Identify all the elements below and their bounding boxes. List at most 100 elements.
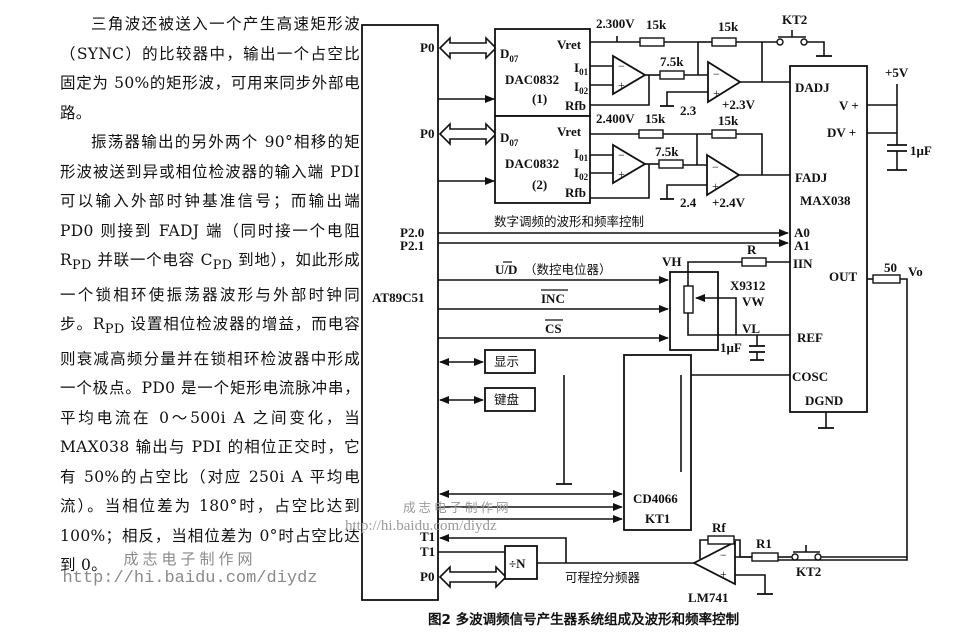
max038-block xyxy=(789,65,868,413)
pin-dgnd: DGND xyxy=(805,393,843,408)
paragraph-text: 并联一个电容 C xyxy=(91,251,213,269)
paragraph-text: 到地），如此形成一个锁相环使振荡器波形与外部时钟同步。R xyxy=(60,251,360,334)
resistor-r xyxy=(741,257,767,267)
pin-p21: P2.1 xyxy=(400,238,424,253)
watermark: 成志电子制作网 http://hi.baidu.com/diydz xyxy=(40,548,340,588)
resistor-7.5k xyxy=(658,159,684,169)
pot-cap: 1μF xyxy=(720,340,742,355)
pin-a1: A1 xyxy=(794,238,810,253)
opamp-plus: + xyxy=(720,567,727,581)
t1-feedback-line xyxy=(439,534,567,563)
output-r-label: 50 xyxy=(884,260,897,275)
divider-symbol: ÷N xyxy=(509,556,526,571)
pin-p0-mid: P0 xyxy=(420,126,434,141)
output-vo-label: Vo xyxy=(908,264,923,279)
pin-vplus: V + xyxy=(839,98,859,113)
dac1-name: DAC0832 xyxy=(505,72,559,87)
dac2-bias-label: 2.4 xyxy=(680,195,697,210)
dac1-vret: Vret xyxy=(557,37,582,52)
dac2-io2: I02 xyxy=(574,165,589,182)
output-resistor xyxy=(872,274,901,284)
keyboard-block[interactable] xyxy=(484,387,536,412)
dac2-rfb: Rfb xyxy=(565,185,586,200)
ud-label: U/D xyxy=(495,262,517,277)
x9312-block xyxy=(669,271,719,351)
ud-note: （数控电位器） xyxy=(524,262,612,277)
dac1-rin-label: 15k xyxy=(646,17,667,32)
keyboard-label: 键盘 xyxy=(494,392,519,407)
resistor-r1 xyxy=(751,552,779,562)
opamp-plus: + xyxy=(712,179,719,193)
dac1-io1: I01 xyxy=(574,60,589,77)
dac1-analog-stage: − + − + xyxy=(590,30,832,107)
pin-dadj: DADJ xyxy=(795,80,830,95)
display-label: 显示 xyxy=(494,354,519,369)
supply-cap-label: 1μF xyxy=(910,143,932,158)
dac2-block xyxy=(494,115,591,204)
dac1-d-bus: D07 xyxy=(500,46,519,64)
cd4066-name: CD4066 xyxy=(633,491,678,506)
opamp-1 xyxy=(612,54,647,96)
cs-label: CS xyxy=(545,321,562,336)
subscript-pd: PD xyxy=(71,258,92,274)
pin-p20: P2.0 xyxy=(400,225,424,240)
dac2-index: (2) xyxy=(532,177,547,192)
supply-network xyxy=(867,84,907,171)
pot-vh: VH xyxy=(662,254,682,269)
pin-cosc: COSC xyxy=(792,369,828,384)
subscript-pd: PD xyxy=(104,322,125,338)
kt2-bottom-label: KT2 xyxy=(796,564,821,579)
opamp-2 xyxy=(707,60,742,104)
dac1-rfb-label: 15k xyxy=(718,19,739,34)
pin-ref: REF xyxy=(797,330,823,345)
dac2-rfb-label: 15k xyxy=(718,113,739,128)
opamp-minus: − xyxy=(720,548,727,562)
opamp-3 xyxy=(612,143,647,185)
pot-name: X9312 xyxy=(730,278,765,293)
pin-a0: A0 xyxy=(794,225,810,240)
resistor-15k xyxy=(639,37,665,47)
watermark-site-name: 成志电子制作网 xyxy=(123,550,257,568)
resistor-7.5k xyxy=(659,70,685,80)
dac1-out-voltage: +2.3V xyxy=(722,97,756,112)
opamp-minus: − xyxy=(618,59,625,73)
dac2-analog-stage: − + − + xyxy=(590,129,790,200)
pot-vl: VL xyxy=(742,321,760,336)
pin-p0-bottom: P0 xyxy=(420,569,434,584)
digital-control-label: 数字调频的波形和频率控制 xyxy=(494,214,644,229)
resistor-rf xyxy=(707,535,735,545)
dac2-vref-label: 2.400V xyxy=(596,111,635,126)
mcu-name: AT89C51 xyxy=(372,290,424,305)
dac1-rmid-label: 7.5k xyxy=(660,54,684,69)
dac2-rmid-label: 7.5k xyxy=(655,144,679,159)
bus-arrow-p0-divider xyxy=(438,565,508,589)
cd4066-ref: KT1 xyxy=(645,511,670,526)
dac1-bias-label: 2.3 xyxy=(680,103,697,118)
subscript-pd: PD xyxy=(212,258,233,274)
pot-resistor xyxy=(683,285,694,314)
pin-iin: IIN xyxy=(793,256,813,271)
pin-t1-out: T1 xyxy=(420,544,435,559)
resistor-15k-fb xyxy=(711,37,737,47)
opamp-plus: + xyxy=(618,78,625,92)
resistor-15k-fb xyxy=(711,129,737,139)
opamp-4 xyxy=(706,153,741,197)
dac2-rin-label: 15k xyxy=(645,111,666,126)
pin-out: OUT xyxy=(829,269,858,284)
article-body: 三角波还被送入一个产生高速矩形波（SYNC）的比较器中，输出一个占空比固定为 5… xyxy=(60,10,360,581)
dac1-index: (1) xyxy=(532,91,547,106)
mcu-block xyxy=(361,24,439,601)
lm741-label: LM741 xyxy=(688,590,728,605)
resistor-15k xyxy=(638,129,664,139)
lm741-opamp xyxy=(692,540,736,586)
display-block[interactable] xyxy=(484,349,536,374)
schematic-watermark-site: 成志电子制作网 xyxy=(403,500,512,515)
dac1-io2: I02 xyxy=(574,79,589,96)
output-wire xyxy=(760,278,908,561)
paragraph-text: 振荡器输出的另外两个 90°相移的矩形波被送到异或相位检波器的输入端 PDI 可… xyxy=(60,133,360,269)
schematic-watermark-url: http://hi.baidu.com/diydz xyxy=(345,518,497,534)
pin-p0-top: P0 xyxy=(420,40,434,55)
opamp-plus: + xyxy=(618,167,625,181)
pin-dvplus: DV + xyxy=(827,125,856,140)
